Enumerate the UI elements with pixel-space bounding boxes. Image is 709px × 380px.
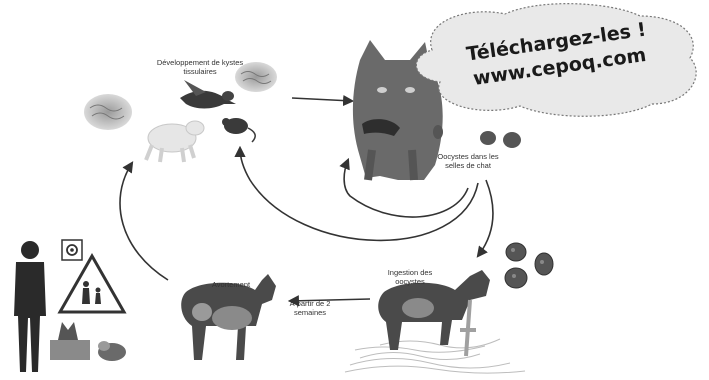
warning-triangle-icon bbox=[60, 256, 124, 312]
lamb-illustration bbox=[146, 121, 204, 162]
biohazard-icon bbox=[62, 240, 82, 260]
hay-illustration bbox=[345, 339, 525, 373]
woman-illustration bbox=[14, 241, 46, 372]
label-from-two-weeks: À partir de 2 semaines bbox=[286, 299, 334, 317]
feces-oocysts bbox=[433, 125, 521, 148]
tissue-cyst-icon bbox=[84, 94, 132, 130]
litter-cat-illustration bbox=[50, 322, 90, 360]
arrow-cat-to-ingestion bbox=[478, 180, 493, 256]
arrow-abortion-to-cysts bbox=[120, 163, 168, 280]
label-oocysts-feces: Oocystes dans les selles de chat bbox=[428, 152, 508, 170]
mouse-illustration bbox=[222, 118, 255, 142]
raw-meat-illustration bbox=[98, 341, 126, 361]
oocyst-eggs bbox=[505, 243, 553, 288]
arrow-prey-to-cat bbox=[292, 98, 352, 101]
label-ingestion: Ingestion des oocystes bbox=[382, 268, 438, 286]
bird-illustration bbox=[180, 80, 236, 109]
label-tissue-cysts: Développement de kystes tissulaires bbox=[140, 58, 260, 76]
label-abortion: Avortement bbox=[198, 280, 264, 289]
